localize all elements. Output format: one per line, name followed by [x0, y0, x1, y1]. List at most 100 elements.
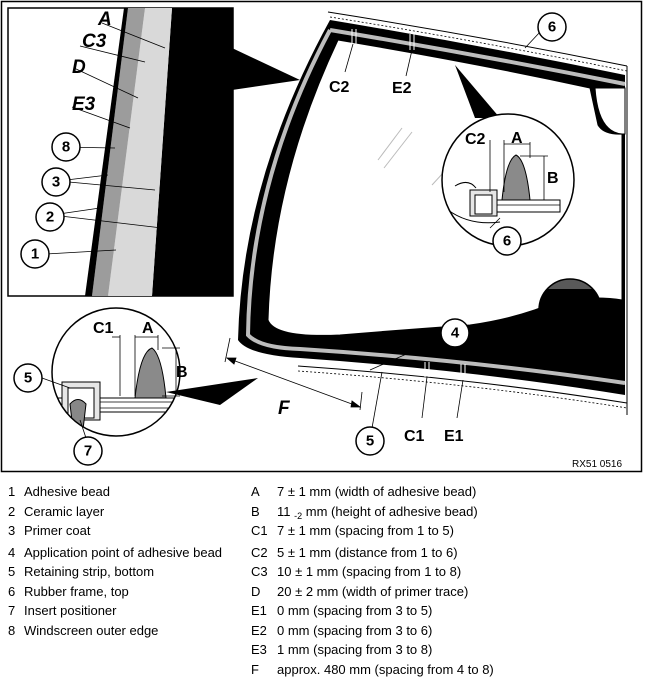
legend-key: 5 — [8, 564, 16, 579]
legend-item-B: B 11 -2 mm (height of adhesive bead) — [251, 502, 494, 522]
legend-text: Windscreen outer edge — [24, 622, 159, 638]
label-C1: C1 — [404, 428, 425, 445]
rubber-frame-top — [327, 11, 628, 67]
legend-item-C2: C2 5 ± 1 mm (distance from 1 to 6) — [251, 543, 494, 563]
label-A-bottom: A — [142, 320, 154, 337]
label-C3: C3 — [82, 31, 107, 52]
legend-key: 4 — [8, 544, 16, 560]
legend-item-3: 3 Primer coat — [8, 521, 222, 541]
legend-key: 6 — [8, 583, 16, 599]
legend-text: approx. 480 mm (spacing from 4 to 8) — [277, 661, 494, 677]
legend-item-D: D 20 ± 2 mm (width of primer trace) — [251, 582, 494, 602]
inset-bottom-left: C1 A B 5 7 — [13, 307, 258, 466]
label-E1: E1 — [444, 428, 464, 445]
label-B-bottom: B — [176, 364, 188, 381]
label-A-inset: A — [97, 9, 112, 30]
legend-key: 1 — [8, 484, 16, 499]
legend-text: 10 ± 1 mm (spacing from 1 to 8) — [277, 564, 462, 579]
callout-5: 5 — [366, 433, 374, 450]
legend-item-E2: E2 0 mm (spacing from 3 to 6) — [251, 621, 494, 641]
legend-item-A: A 7 ± 1 mm (width of adhesive bead) — [251, 482, 494, 502]
adhesive-line-top — [329, 28, 626, 86]
legend-text: mm (height of adhesive bead) — [302, 503, 478, 519]
legend-key: 8 — [8, 622, 16, 638]
legend-text: Application point of adhesive bead — [24, 544, 223, 560]
legend-tolerance: -2 — [294, 510, 303, 521]
legend-key: E3 — [251, 642, 267, 657]
retaining-strip-dash — [297, 370, 628, 409]
legend-key: F — [251, 661, 259, 677]
legend-item-C3: C3 10 ± 1 mm (spacing from 1 to 8) — [251, 562, 494, 582]
legend-text: Ceramic layer — [24, 503, 105, 519]
legend-item-7: 7 Insert positioner — [8, 601, 222, 621]
legend-text: 0 mm (spacing from 3 to 5) — [277, 603, 433, 618]
legend-text: 0 mm (spacing from 3 to 6) — [277, 622, 433, 638]
label-E2: E2 — [392, 80, 412, 97]
dimension-F — [224, 337, 363, 411]
legend-key: A — [251, 484, 260, 499]
inset-top-left: A C3 D E3 8 3 2 1 — [7, 7, 300, 297]
legend-text: Primer coat — [24, 523, 91, 538]
legend-text: Adhesive bead — [24, 484, 111, 499]
legend-key: C1 — [251, 523, 268, 538]
callout-2: 2 — [46, 209, 54, 226]
adhesive-bead-top — [501, 154, 531, 201]
legend-key: 7 — [8, 603, 16, 618]
retaining-strip-bottom — [297, 365, 628, 404]
legend-text: 20 ± 2 mm (width of primer trace) — [277, 583, 469, 599]
legend-text: 1 mm (spacing from 3 to 8) — [277, 642, 433, 657]
label-D: D — [72, 57, 86, 78]
legend-key: C2 — [251, 544, 268, 560]
label-F: F — [278, 398, 291, 419]
callout-1: 1 — [31, 246, 39, 263]
legend-text: 5 ± 1 mm (distance from 1 to 6) — [277, 544, 458, 560]
adhesive-bead-bottom — [134, 347, 167, 399]
legend-key: 2 — [8, 503, 16, 519]
legend-item-6: 6 Rubber frame, top — [8, 582, 222, 602]
callout-6-inset: 6 — [503, 233, 511, 250]
callout-3: 3 — [52, 174, 60, 191]
callout-7: 7 — [84, 443, 92, 460]
windscreen — [238, 11, 628, 419]
callout-5-inset: 5 — [24, 370, 32, 387]
legend-item-E3: E3 1 mm (spacing from 3 to 8) — [251, 640, 494, 660]
legend-item-5: 5 Retaining strip, bottom — [8, 562, 222, 582]
legend-text: 7 ± 1 mm (width of adhesive bead) — [277, 484, 477, 499]
legend-item-8: 8 Windscreen outer edge — [8, 621, 222, 641]
legend-key: B — [251, 503, 260, 519]
callout-4: 4 — [451, 325, 460, 342]
legend-text: Rubber frame, top — [24, 583, 129, 599]
legend-text-pre: 11 — [277, 503, 295, 519]
legend-item-C1: C1 7 ± 1 mm (spacing from 1 to 5) — [251, 521, 494, 541]
adhesive-line-side — [245, 29, 626, 385]
legend-item-1: 1 Adhesive bead — [8, 482, 222, 502]
legend-item-E1: E1 0 mm (spacing from 3 to 5) — [251, 601, 494, 621]
legend-item-2: 2 Ceramic layer — [8, 502, 222, 522]
mirror-notch — [594, 87, 626, 135]
inset-right: C2 A B 6 — [441, 65, 575, 256]
legend-dimensions: A 7 ± 1 mm (width of adhesive bead) B 11 -… — [251, 482, 494, 679]
legend-key: C3 — [251, 564, 268, 579]
label-C1-inset: C1 — [93, 320, 114, 337]
figure-border — [0, 0, 643, 473]
reference-code: RX51 0516 — [572, 459, 622, 470]
dot-detail — [538, 278, 602, 355]
legend-item-4: 4 Application point of adhesive bead — [8, 543, 222, 563]
legend-components: 1 Adhesive bead 2 Ceramic layer 3 Primer co… — [8, 482, 222, 640]
label-A-right: A — [511, 130, 523, 147]
callout-6: 6 — [548, 19, 556, 36]
legend-key: E2 — [251, 622, 267, 638]
callout-8: 8 — [62, 139, 70, 156]
dimension-ticks — [351, 29, 466, 380]
legend-key: 3 — [8, 523, 16, 538]
legend-text: Insert positioner — [24, 603, 117, 618]
label-E3: E3 — [72, 94, 96, 115]
legend-key: E1 — [251, 603, 267, 618]
label-B-right: B — [547, 170, 559, 187]
windscreen-diagram: A C3 D E3 8 3 2 1 — [0, 0, 643, 473]
legend-text: Retaining strip, bottom — [24, 564, 155, 579]
label-C2: C2 — [329, 79, 350, 96]
legend-text: 7 ± 1 mm (spacing from 1 to 5) — [277, 523, 454, 538]
legend-key: D — [251, 583, 261, 599]
